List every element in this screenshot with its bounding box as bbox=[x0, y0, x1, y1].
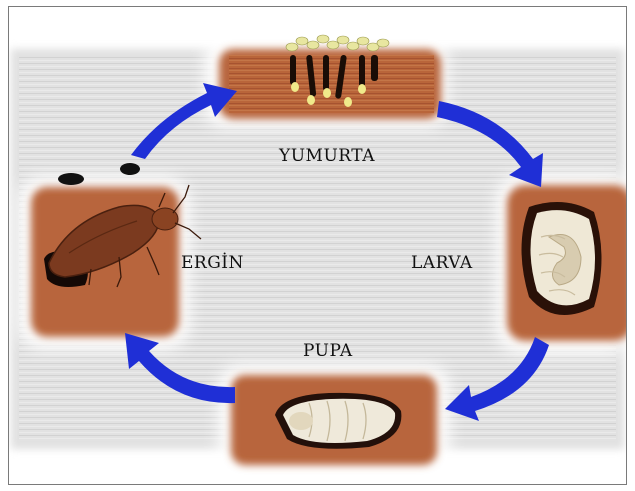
diagram-frame: YUMURTA LARVA PUPA ERGİN bbox=[8, 6, 627, 485]
stage-label-adult: ERGİN bbox=[181, 253, 244, 273]
life-cycle-diagram bbox=[9, 7, 626, 484]
adult-stage-image bbox=[19, 163, 201, 349]
stage-label-larva: LARVA bbox=[411, 253, 473, 273]
pupa-stage-image bbox=[219, 365, 449, 473]
larva-stage-image bbox=[497, 175, 626, 353]
stage-label-pupa: PUPA bbox=[303, 341, 353, 361]
stage-label-egg: YUMURTA bbox=[279, 146, 375, 166]
egg-stage-image bbox=[205, 35, 447, 127]
